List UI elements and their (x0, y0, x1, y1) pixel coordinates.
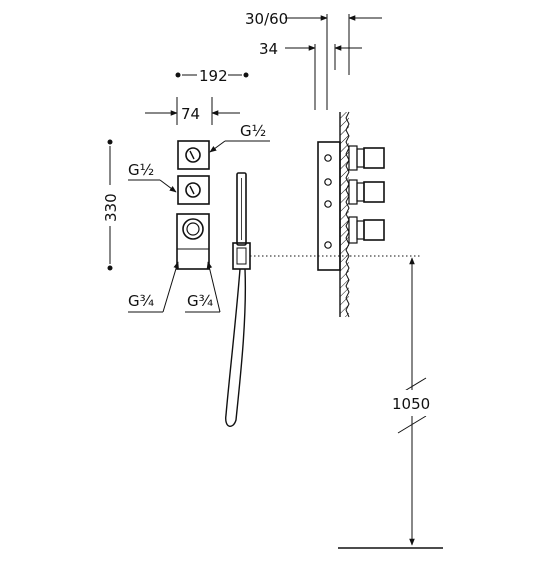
dimension-label-wall-depth: 30/60 (245, 10, 288, 28)
control-plate-middle (177, 175, 210, 205)
thread-callout-middle-left: G½ (128, 161, 177, 193)
thread-label-middle-left: G½ (128, 161, 154, 179)
control-plate-top (177, 140, 210, 170)
thread-callout-bottom-left: G¾ (128, 261, 179, 313)
thread-callout-top-right: G½ (209, 122, 270, 153)
dimension-wall-depth: 30/60 (245, 10, 382, 110)
thread-callout-bottom-right: G¾ (185, 261, 221, 313)
dimension-total-height: 330 (102, 139, 120, 271)
thread-label-bottom-left: G¾ (128, 292, 155, 310)
dimension-install-height: 1050 (392, 257, 432, 546)
wall-section (339, 111, 350, 318)
mixer-body-section (317, 141, 341, 271)
side-handle-middle (348, 179, 385, 205)
dimension-body-depth: 34 (259, 40, 362, 110)
dimension-label-body-depth: 34 (259, 40, 278, 58)
dimension-plate-spacing: 192 (175, 67, 249, 85)
dimension-label-plate-width: 74 (181, 105, 200, 123)
dimension-label-install-height: 1050 (392, 395, 430, 413)
thread-label-top-right: G½ (240, 122, 266, 140)
dimension-plate-width: 74 (145, 97, 240, 125)
control-plate-bottom (176, 213, 210, 270)
dimension-label-total-height: 330 (102, 193, 120, 222)
hand-shower (232, 172, 251, 270)
side-handle-top (348, 145, 385, 171)
dimension-label-plate-spacing: 192 (199, 67, 228, 85)
shower-hose (225, 268, 247, 427)
thread-label-bottom-right: G¾ (187, 292, 214, 310)
side-handle-bottom (348, 216, 385, 244)
